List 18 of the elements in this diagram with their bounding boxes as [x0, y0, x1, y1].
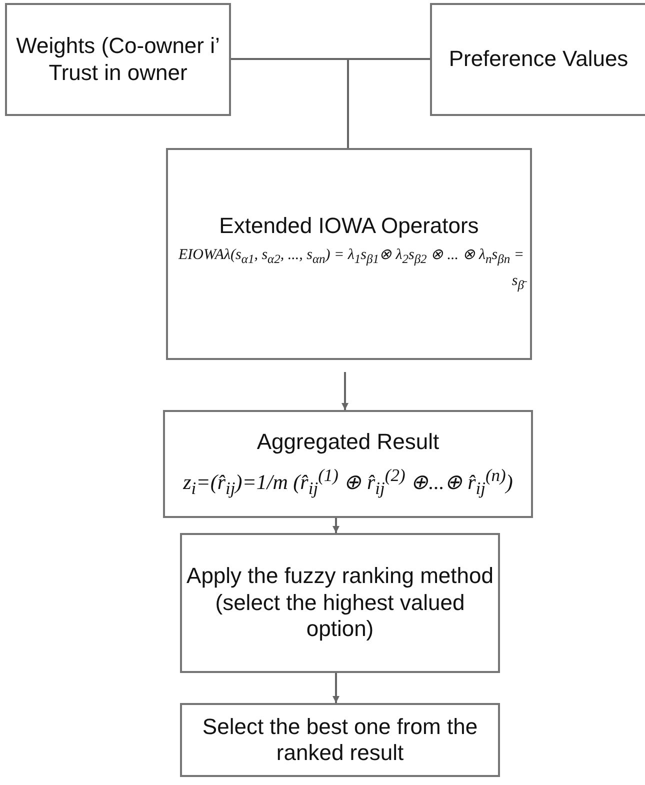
- formula: z$_{i}$=(r̂$_{ij}$)=1/m (r̂$_{ij}$$^{(1)}$ ⊕ r̂$_{ij}$$^{(2)}$ ⊕...⊕ r̂$_{ij}$$^{(n)}$): [183, 465, 513, 500]
- arrow: [332, 673, 340, 703]
- arrow: [342, 372, 348, 410]
- arrow: [332, 518, 340, 533]
- process-box: [163, 410, 533, 518]
- process-box: [180, 703, 500, 777]
- box-label: Preference Values: [448, 46, 628, 73]
- process-box: [430, 3, 645, 116]
- process-box: [180, 533, 500, 673]
- box-label: Aggregated Result: [256, 428, 440, 456]
- formula: EIOWAλ(s$_{α1}$, s$_{α2}$, ..., s$_{αn}$) = λ$_{1}$s$_{β1}$⊗ λ$_{2}$s$_{β2}$ ⊗ ... ⊗ λ$_{n}$s$_{βn}$ = s$_{β̄}$: [168, 239, 530, 296]
- process-box: [5, 3, 231, 116]
- box-label: Weights (Co-owner i’ Trust in owner: [15, 33, 221, 86]
- box-label: Extended IOWA Operators: [219, 212, 479, 240]
- connector-line: [347, 58, 430, 148]
- box-label: Apply the fuzzy ranking method (select the highest valued option): [186, 563, 494, 643]
- box-label: Select the best one from the ranked result: [201, 714, 479, 766]
- process-box: [166, 148, 532, 360]
